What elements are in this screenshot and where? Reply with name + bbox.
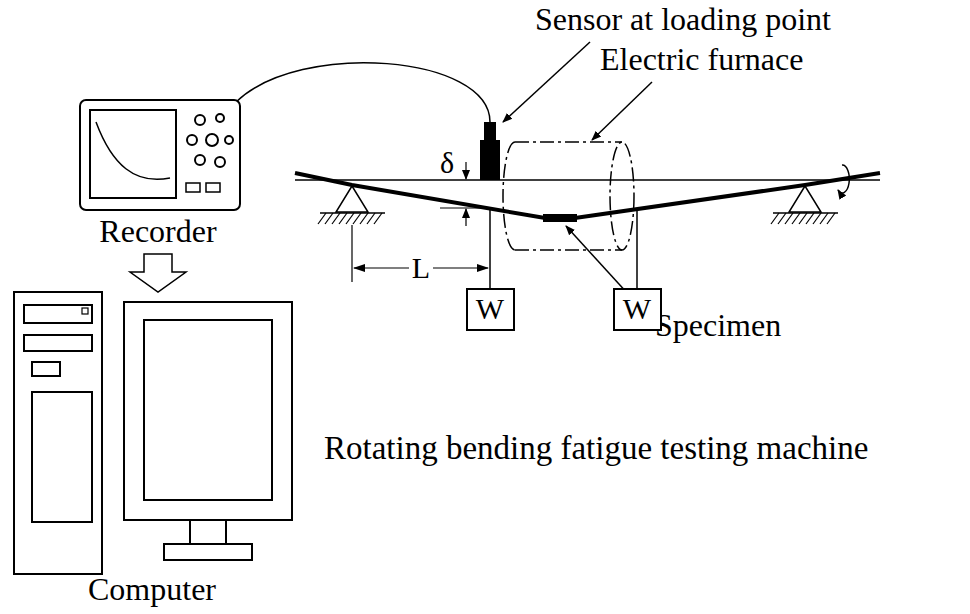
deflection-arrow xyxy=(465,209,466,226)
specimen-label: Specimen xyxy=(655,308,781,343)
hatch-stroke xyxy=(799,213,807,224)
hatch-stroke xyxy=(332,213,340,224)
hatch-stroke xyxy=(367,213,375,224)
hatch-stroke xyxy=(374,213,382,224)
hatch-stroke xyxy=(325,213,333,224)
sensor-body xyxy=(480,140,500,180)
weight-box: W xyxy=(466,288,515,331)
hatch-stroke xyxy=(353,213,361,224)
weight-box: W xyxy=(613,288,662,331)
bent-shaft xyxy=(295,173,880,218)
hatch-stroke xyxy=(318,213,326,224)
sensor-cable xyxy=(236,63,490,122)
deflection-arrow xyxy=(465,162,466,179)
transfer-arrow xyxy=(130,254,186,292)
sensor-label: Sensor at loading point xyxy=(535,2,831,37)
hatch-stroke xyxy=(785,213,793,224)
furnace-label: Electric furnace xyxy=(600,42,803,77)
reference-line xyxy=(295,179,880,181)
leader-line xyxy=(592,82,652,140)
hatch-stroke xyxy=(360,213,368,224)
electric-furnace xyxy=(503,142,634,250)
computer-icon xyxy=(14,292,292,574)
machine-title: Rotating bending fatigue testing machine xyxy=(324,430,868,466)
support-symbol xyxy=(320,186,838,213)
computer-label: Computer xyxy=(88,572,216,607)
weight-label: W xyxy=(475,292,506,325)
recorder-label: Recorder xyxy=(99,214,216,249)
load-wire xyxy=(636,210,638,288)
hatch-stroke xyxy=(820,213,828,224)
leader-line xyxy=(503,42,590,122)
hatch-stroke xyxy=(339,213,347,224)
deflection-line xyxy=(440,207,482,208)
hatch-stroke xyxy=(771,213,779,224)
deflection-symbol: δ xyxy=(440,146,454,179)
extension-line xyxy=(351,225,352,282)
recorder-icon xyxy=(80,100,240,210)
rotation-arrow xyxy=(838,165,849,193)
sensor-head xyxy=(484,122,496,142)
hatch-stroke xyxy=(806,213,814,224)
length-symbol: L xyxy=(409,251,433,284)
hatch-stroke xyxy=(827,213,835,224)
hatch-stroke xyxy=(813,213,821,224)
specimen-part xyxy=(543,214,577,222)
ground-hatching xyxy=(318,213,835,224)
hatch-stroke xyxy=(778,213,786,224)
weight-label: W xyxy=(622,292,653,325)
hatch-stroke xyxy=(346,213,354,224)
load-wire xyxy=(489,209,491,288)
hatch-stroke xyxy=(792,213,800,224)
